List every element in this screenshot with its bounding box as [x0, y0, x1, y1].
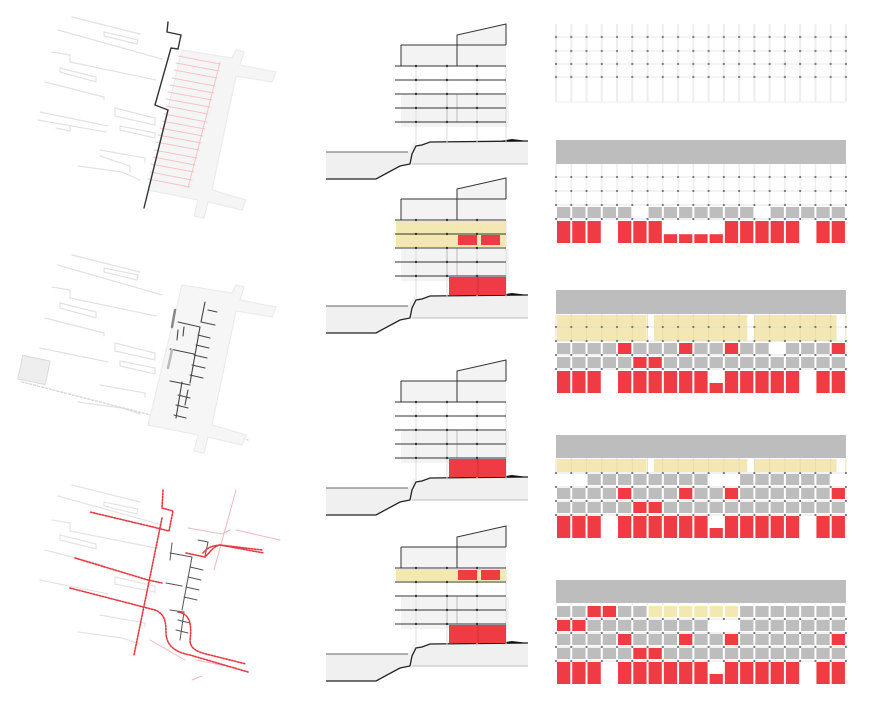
- site-plan-1-boundary: [37, 16, 277, 219]
- section-4: [326, 525, 529, 682]
- section-1-existing: [326, 23, 529, 180]
- site-plan-2-circulation: [17, 254, 277, 454]
- elevation-3: [554, 290, 848, 393]
- section-3: [326, 359, 529, 516]
- section-2: [326, 177, 529, 334]
- elevation-4: [554, 435, 848, 538]
- elevation-5: [554, 580, 848, 684]
- site-plan-3-connections: [39, 484, 281, 681]
- elevation-2: [554, 140, 848, 243]
- facade-elevation-grids: [554, 24, 848, 684]
- elevation-1-structure: [554, 24, 848, 103]
- building-sections: [326, 23, 529, 682]
